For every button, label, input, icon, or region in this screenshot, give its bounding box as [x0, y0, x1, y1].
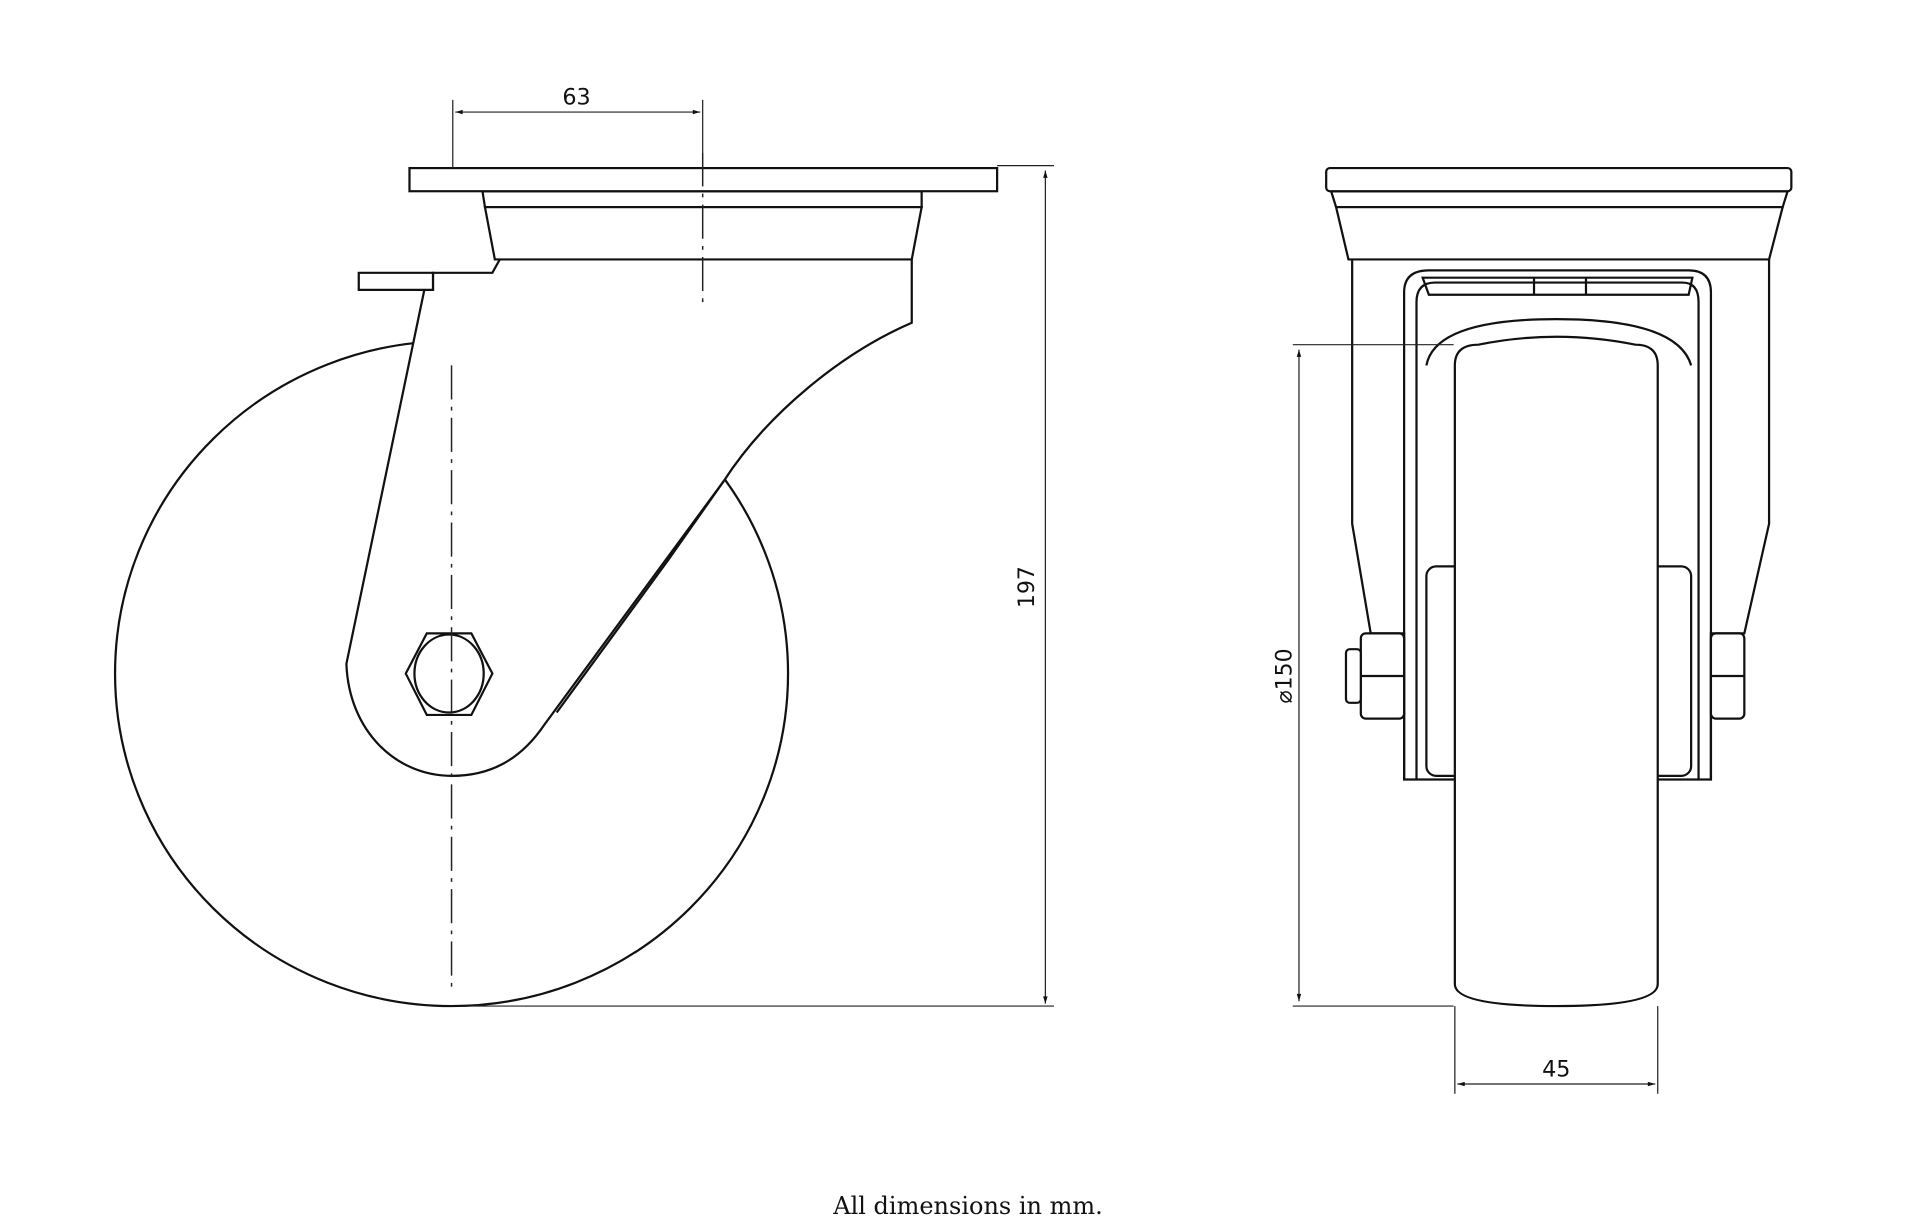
- height-dimension: 197: [1014, 566, 1040, 608]
- diameter-dimension: ⌀150: [1271, 648, 1297, 703]
- offset-dimension: 63: [562, 85, 590, 111]
- wheel-front: [1453, 335, 1659, 1008]
- mounting-base-front: [1334, 205, 1785, 261]
- units-caption: All dimensions in mm.: [833, 1192, 1103, 1220]
- axle-nut-side: [404, 632, 494, 717]
- brake-tab: [357, 271, 435, 291]
- side-view: 63 197: [113, 85, 1055, 1008]
- front-view: ⌀150 45: [1271, 166, 1793, 1094]
- width-dimension: 45: [1542, 1057, 1570, 1083]
- swivel-fork-side: [345, 258, 913, 777]
- top-plate-front: [1325, 166, 1793, 193]
